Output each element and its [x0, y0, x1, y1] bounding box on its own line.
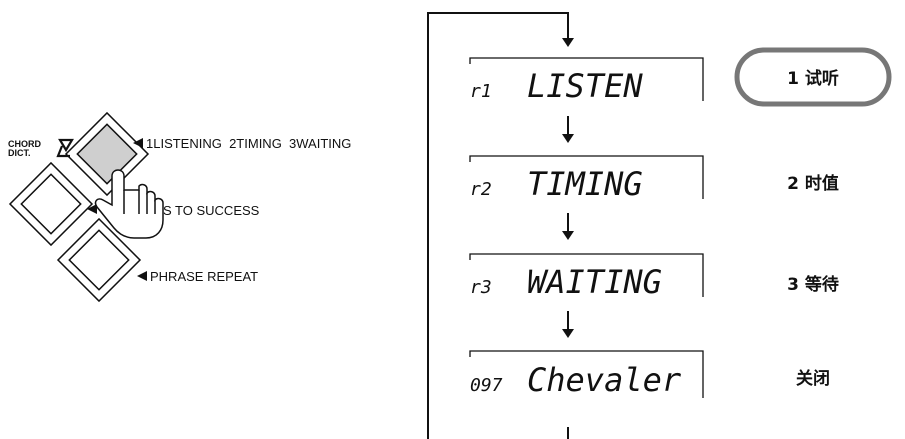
chord-dict-label-line2: DICT. [8, 148, 31, 158]
mode-timing-label: 2 时值 [787, 173, 839, 194]
phrase-repeat-button-bezel [56, 217, 142, 303]
lcd-code: 097 [470, 375, 503, 396]
steps-to-success-label: S TO SUCCESS [163, 203, 260, 218]
listening-timing-waiting-label: 1LISTENING 2TIMING 3WAITING [146, 136, 351, 151]
lcd-text: LISTEN [527, 67, 643, 105]
lcd-code: r2 [470, 179, 492, 200]
mode-labels: 1 试听 2 时值 3 等待 关闭 [734, 47, 892, 389]
lcd-code: r1 [470, 81, 492, 102]
arrow-head [562, 134, 574, 143]
listening-button[interactable] [76, 123, 138, 185]
lcd-frame [469, 155, 704, 199]
button-panel: CHORD DICT. 1LISTENING 2TIMING 3WAITING … [8, 111, 351, 303]
mode-listen-label: 1 试听 [787, 68, 839, 89]
phrase-repeat-label: PHRASE REPEAT [150, 269, 258, 284]
lcd-frame [469, 57, 704, 101]
listening-button-bezel [64, 111, 150, 197]
arrow-head [562, 231, 574, 240]
lcd-frame [469, 350, 704, 398]
lcd-text: Chevaler [527, 361, 682, 399]
chord-dict-icon [56, 138, 74, 158]
pointer-arrow-icon [137, 271, 147, 281]
lcd-text: TIMING [527, 165, 643, 203]
current-mode-highlight [734, 47, 892, 107]
loop-line [427, 12, 569, 439]
arrow-head [562, 38, 574, 47]
phrase-repeat-button[interactable] [68, 229, 130, 291]
lcd-frame [469, 253, 704, 297]
pointer-arrow-icon [87, 204, 97, 214]
lcd-code: r3 [470, 277, 492, 298]
mode-waiting-label: 3 等待 [787, 274, 839, 295]
chord-dict-label-line1: CHORD [8, 139, 41, 149]
flow-chart: r1 LISTEN r2 TIMING r3 WAITING 097 Cheva… [427, 12, 704, 439]
steps-button[interactable] [20, 173, 82, 235]
lcd-text: WAITING [527, 263, 662, 301]
pointer-arrow-icon [133, 138, 143, 148]
steps-button-bezel [8, 161, 94, 247]
pressing-hand-icon [94, 169, 164, 239]
arrow-head [562, 329, 574, 338]
mode-off-label: 关闭 [796, 368, 830, 389]
